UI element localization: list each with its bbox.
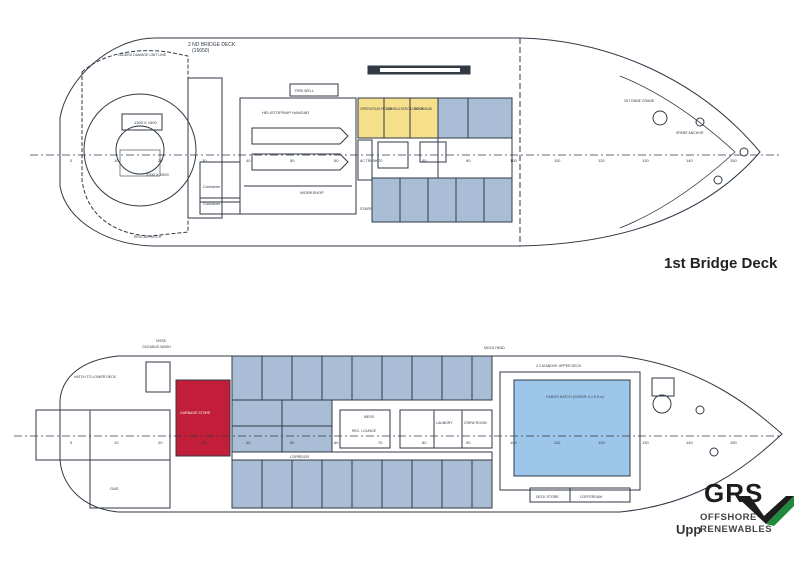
lower-cabins-top bbox=[231, 355, 493, 401]
first-bridge-deck-caption: 1st Bridge Deck bbox=[664, 255, 778, 272]
frame-tick-label: 20 bbox=[158, 158, 163, 163]
frame-tick-label: 130 bbox=[642, 158, 649, 163]
frame-tick-label: 30 bbox=[202, 440, 207, 445]
frame-tick-label: 140 bbox=[686, 440, 693, 445]
frame-tick-label: 150 bbox=[730, 158, 737, 163]
frame-tick-label: 110 bbox=[554, 440, 561, 445]
stairs-label: STAIRS bbox=[360, 207, 373, 211]
coffer-label: COFFERDAM bbox=[580, 495, 602, 499]
hose-label: HOSE bbox=[156, 339, 167, 343]
frame-tick-label: 0 bbox=[70, 440, 73, 445]
cargo-label: CARGO HATCH (COVER: 6 x 5.0 m) bbox=[546, 395, 604, 399]
ac-trunk-label: AC TRUNK bbox=[360, 159, 378, 163]
frame-tick-label: 50 bbox=[290, 158, 295, 163]
helideck-railing bbox=[81, 50, 189, 237]
mess-label: MESS bbox=[364, 415, 375, 419]
frame-tick-label: 0 bbox=[70, 158, 73, 163]
frame-tick-label: 120 bbox=[598, 440, 605, 445]
frame-tick-label: 40 bbox=[246, 158, 251, 163]
frame-tick-label: 10 bbox=[114, 158, 119, 163]
workshop-label: WORKSHOP bbox=[300, 190, 324, 195]
frame-tick-label: 20 bbox=[158, 440, 163, 445]
deck-sub-room bbox=[409, 97, 439, 139]
consultation-room bbox=[383, 97, 411, 139]
upper-cabin-b bbox=[467, 97, 513, 139]
a-deck-label: 2.3 M ABOVE UPPER DECK bbox=[536, 364, 582, 368]
spare-anchor-label: SPARE ANCHOR bbox=[676, 131, 704, 135]
frame-tick-label: 150 bbox=[730, 440, 737, 445]
grs-logo: GRS OFFSHORE RENEWABLES bbox=[696, 478, 796, 548]
frame-tick-label: 70 bbox=[378, 440, 383, 445]
operating-label: OPERATING ROOM bbox=[360, 107, 392, 111]
frame-tick-label: 50 bbox=[290, 440, 295, 445]
helideck-box-label: 1300 X 1500 bbox=[134, 120, 157, 125]
laundry-label: LAUNDRY bbox=[436, 421, 453, 425]
upper-deck-plan: 1300 X 1500 2000 X 2000 2 ND BRIDGE DECK… bbox=[30, 37, 780, 247]
corridor-label: CORRIDOR bbox=[290, 455, 310, 459]
lauded-line-label: LAUDED DAMAGE UNIT LINE bbox=[118, 53, 167, 57]
logo-line-offshore: OFFSHORE bbox=[700, 512, 757, 523]
recreation-label: REC. LOUNGE bbox=[352, 429, 377, 433]
frame-tick-label: 60 bbox=[334, 158, 339, 163]
deck-sub-label: DECK SUB bbox=[414, 107, 433, 111]
upper-cabin-row bbox=[371, 177, 513, 223]
upper-frame-ticks: 0 10 20 30 40 50 60 70 80 90 100 110 120 130 140 150 bbox=[70, 158, 737, 163]
frame-tick-label: 70 bbox=[378, 158, 383, 163]
upper-cabin-a bbox=[437, 97, 469, 139]
frame-tick-label: 40 bbox=[246, 440, 251, 445]
fire-well-label: FIRE-WELL bbox=[295, 89, 314, 93]
helideck-circle bbox=[83, 93, 197, 207]
operating-room bbox=[357, 97, 385, 139]
frame-tick-label: 30 bbox=[202, 158, 207, 163]
cleaning-label: OCEANUS WASH bbox=[142, 345, 171, 349]
frame-tick-label: 90 bbox=[466, 440, 471, 445]
frame-tick-label: 10 bbox=[114, 440, 119, 445]
frame-tick-label: 80 bbox=[422, 440, 427, 445]
logo-line-renewables: RENEWABLES bbox=[700, 524, 773, 535]
helideck-dim-label: 2000 X 2000 bbox=[146, 172, 169, 177]
frame-tick-label: 60 bbox=[334, 440, 339, 445]
frame-tick-label: 120 bbox=[598, 158, 605, 163]
frame-tick-label: 110 bbox=[554, 158, 561, 163]
upper-hull-outline bbox=[59, 37, 761, 247]
container-2-label: Container bbox=[203, 201, 221, 206]
lower-cabins-bottom bbox=[231, 459, 493, 509]
garbage-store bbox=[175, 379, 231, 457]
deck-store-label: DECK STORE bbox=[536, 495, 559, 499]
helideck-inner bbox=[115, 125, 165, 175]
frame-tick-label: 100 bbox=[510, 440, 517, 445]
logo-arrow-icon bbox=[736, 496, 794, 526]
lower-frame-ticks: 0 10 20 30 40 50 60 70 80 90 100 110 120 130 140 150 bbox=[70, 440, 737, 445]
hatch-label: HATCH TO LOWER DECK bbox=[74, 375, 117, 379]
crew-room-label: CREW ROOM bbox=[464, 421, 487, 425]
rescue-hatch-label: RESCUE HATCH bbox=[134, 235, 162, 239]
mold-label: MOLD HEAD bbox=[484, 346, 505, 350]
container-1-label: Container bbox=[203, 184, 221, 189]
frame-tick-label: 140 bbox=[686, 158, 693, 163]
frame-tick-label: 90 bbox=[466, 158, 471, 163]
frame-tick-label: 100 bbox=[510, 158, 517, 163]
consultation-label: CONSULTATION ROOM bbox=[386, 107, 425, 111]
upper-heading: 2 ND BRIDGE DECK bbox=[188, 42, 236, 48]
lower-deck-plan: GAS HATCH TO LOWER DECK HOSE OCEANUS WAS… bbox=[14, 339, 783, 513]
upper-deck-caption: Upp bbox=[676, 522, 702, 537]
frame-tick-label: 130 bbox=[642, 440, 649, 445]
upper-heading-sub: (16650) bbox=[192, 48, 210, 54]
frame-tick-label: 80 bbox=[422, 158, 427, 163]
crane-label: 25 TONNE CRANE bbox=[624, 99, 655, 103]
garbage-label: GARBAGE STORE bbox=[180, 411, 211, 415]
gas-label: GAS bbox=[110, 486, 119, 491]
cargo-hatch bbox=[513, 379, 631, 477]
hangar-label: HELISTOPSHIP HANGAR bbox=[262, 110, 309, 115]
